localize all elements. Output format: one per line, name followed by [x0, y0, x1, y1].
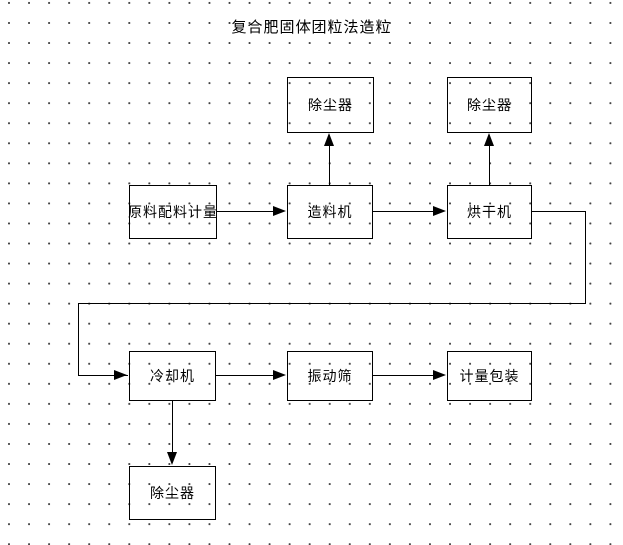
node-dryer[interactable]: 烘干机 — [447, 185, 532, 239]
edge-vibrating-screen-to-packaging — [373, 375, 433, 377]
arrowhead-raw-to-granulator-icon — [273, 206, 286, 216]
arrowhead-dryer-to-cooler-icon — [114, 370, 127, 380]
edge-raw-to-granulator — [217, 211, 275, 213]
node-dust-collector-top-right[interactable]: 除尘器 — [447, 77, 532, 133]
edge-dryer-to-cooler-seg5 — [78, 375, 128, 377]
node-cooler[interactable]: 冷却机 — [129, 351, 216, 401]
node-vibrating-screen[interactable]: 振动筛 — [287, 351, 373, 401]
edge-dryer-to-cooler-seg4 — [78, 303, 80, 376]
arrowhead-granulator-to-dryer-icon — [433, 206, 446, 216]
node-label: 原料配料计量 — [128, 205, 218, 221]
edge-granulator-to-dryer — [373, 211, 433, 213]
arrowhead-cooler-to-dust-collector-icon — [167, 452, 177, 465]
node-dust-collector-bottom[interactable]: 除尘器 — [129, 466, 216, 520]
node-metering-packaging[interactable]: 计量包装 — [447, 351, 532, 401]
arrowhead-dryer-to-dust-collector-icon — [484, 133, 494, 146]
arrowhead-vibrating-screen-to-packaging-icon — [433, 370, 446, 380]
edge-cooler-to-vibrating-screen — [216, 375, 275, 377]
node-dust-collector-top-left[interactable]: 除尘器 — [287, 77, 374, 133]
edge-cooler-to-dust-collector — [172, 401, 174, 453]
node-label: 烘干机 — [467, 205, 512, 221]
node-label: 振动筛 — [307, 369, 353, 385]
edge-granulator-to-dust-collector — [329, 146, 331, 186]
node-raw-material-batching[interactable]: 原料配料计量 — [128, 185, 218, 239]
node-label: 冷却机 — [150, 369, 195, 385]
node-label: 除尘器 — [308, 98, 353, 114]
node-label: 计量包装 — [459, 369, 520, 385]
edge-dryer-to-dust-collector — [489, 146, 491, 186]
node-label: 除尘器 — [467, 98, 512, 114]
arrowhead-cooler-to-vibrating-screen-icon — [273, 370, 286, 380]
node-label: 除尘器 — [150, 486, 195, 502]
edge-dryer-to-cooler-seg1 — [532, 211, 586, 213]
diagram-title: 复合肥固体团粒法造粒 — [231, 18, 392, 36]
node-label: 造料机 — [307, 205, 353, 221]
node-granulator[interactable]: 造料机 — [287, 185, 373, 239]
edge-dryer-to-cooler-seg3 — [78, 303, 586, 305]
edge-dryer-to-cooler-seg2 — [585, 211, 587, 304]
arrowhead-granulator-to-dust-collector-icon — [324, 133, 334, 146]
